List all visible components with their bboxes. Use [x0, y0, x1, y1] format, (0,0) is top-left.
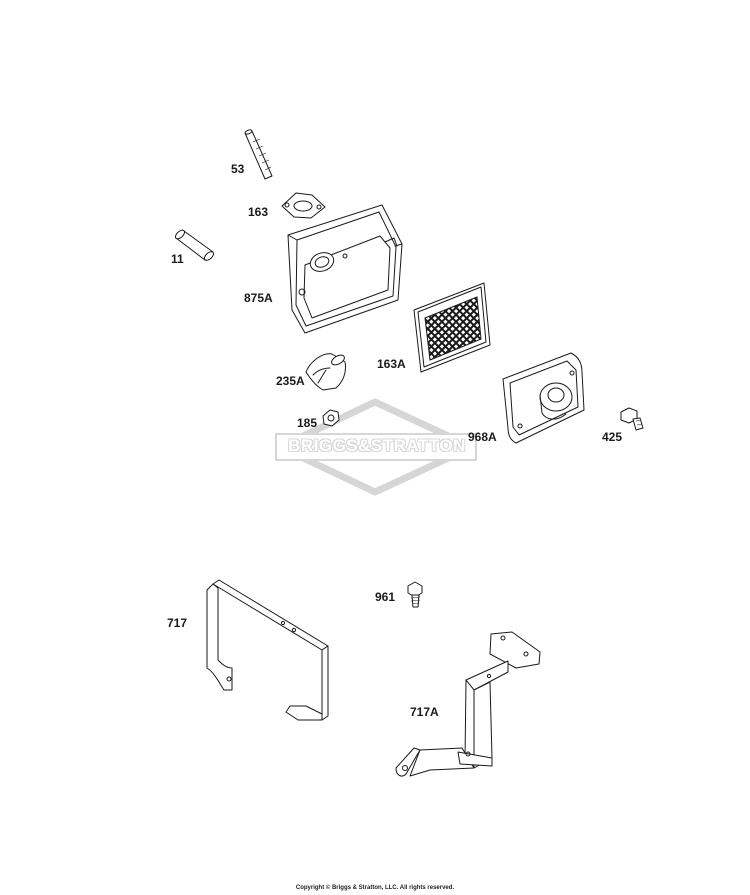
callout-163A[interactable]: 163A: [377, 357, 406, 371]
part-185-nut[interactable]: [322, 409, 340, 427]
brand-watermark-logo: [275, 398, 477, 496]
callout-11[interactable]: 11: [171, 252, 184, 266]
part-425-bolt[interactable]: [620, 407, 644, 431]
callout-185[interactable]: 185: [297, 416, 318, 430]
callout-235A[interactable]: 235A: [276, 374, 305, 388]
part-163-gasket[interactable]: [281, 192, 326, 219]
callout-717[interactable]: 717: [167, 616, 188, 630]
part-53-stud[interactable]: [244, 129, 273, 180]
part-717A-bracket[interactable]: [395, 631, 541, 777]
callout-53[interactable]: 53: [231, 162, 245, 176]
callout-425[interactable]: 425: [602, 430, 623, 444]
part-875A-base[interactable]: [287, 204, 403, 334]
part-163A-filter[interactable]: [413, 282, 491, 373]
callout-968A[interactable]: 968A: [468, 430, 497, 444]
part-235A-elbow[interactable]: [305, 353, 346, 391]
part-968A-cover[interactable]: [502, 352, 585, 444]
callout-163[interactable]: 163: [248, 205, 269, 219]
copyright-notice: Copyright © Briggs & Stratton, LLC. All …: [295, 885, 455, 891]
callout-875A[interactable]: 875A: [244, 291, 273, 305]
callout-717A[interactable]: 717A: [410, 705, 439, 719]
brand-watermark-text: BRIGGS&STRATTON: [288, 436, 466, 455]
callout-961[interactable]: 961: [375, 590, 396, 604]
part-717-bracket[interactable]: [206, 579, 329, 721]
part-961-screw[interactable]: [407, 581, 423, 608]
part-11-tube[interactable]: [174, 229, 215, 262]
